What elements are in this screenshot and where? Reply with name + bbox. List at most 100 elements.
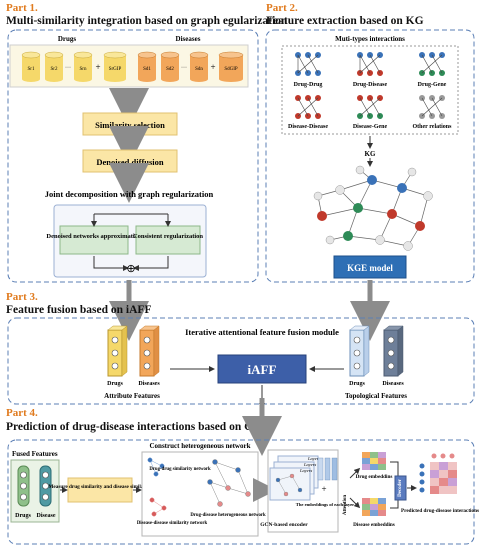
topological-drug-vector	[349, 325, 370, 377]
disease-disease-icon	[295, 95, 321, 119]
disease-embeddings-label: Disease embeddins	[353, 522, 395, 528]
relation-label: Drug-Disease	[353, 82, 388, 88]
part4-label: Part 4.	[6, 407, 38, 419]
kge-model-label: KGE model	[347, 263, 393, 273]
disease-cyl-label: Sdn	[195, 67, 203, 72]
disease-cyl-label: Sd1	[143, 67, 151, 72]
plus-sign: +	[321, 484, 326, 494]
drug-disease-icon	[357, 52, 383, 76]
part3-title: Feature fusion based on iAFF	[6, 304, 151, 316]
decoder-label: Decoder	[398, 478, 403, 497]
drugs-label: Drugs	[15, 513, 31, 519]
fused-drug-vector	[17, 465, 30, 507]
attention-label: Attention	[343, 495, 348, 515]
construct-network-label: Construct heterogeneous network	[150, 442, 251, 450]
drugs-group-label: Drugs	[58, 35, 77, 43]
part2-label: Part 2.	[266, 2, 298, 14]
plus-sign: +	[95, 62, 100, 72]
topological-disease-vector	[383, 325, 404, 377]
part4-frame	[7, 439, 475, 545]
drug-drug-network	[147, 457, 165, 477]
relation-label: Drug-Drug	[294, 82, 323, 88]
ellipsis-drugs: ···	[65, 65, 71, 71]
iaff-module-label: Iterative attentional feature fusion mod…	[185, 327, 339, 337]
diseases-label: Diseases	[138, 381, 160, 387]
drug-drug-icon	[295, 52, 321, 76]
drug-cylinder-srn: Srn	[73, 51, 93, 82]
layer-card	[269, 467, 311, 501]
diseases-group-label: Diseases	[176, 35, 201, 43]
layers-label: Layers	[307, 456, 320, 461]
disease-cylinder-sd2: Sd2	[160, 51, 180, 82]
relation-label: Disease-Disease	[288, 124, 328, 130]
ellipsis-diseases: ···	[181, 65, 187, 71]
layers-label: Layers	[299, 468, 312, 473]
measure-similarity-label: Measure drug similarity and disease simi…	[49, 484, 152, 490]
part4-title: Prediction of drug-disease interactions …	[6, 421, 270, 433]
diseases-label: Diseases	[382, 381, 404, 387]
attribute-features-label: Attribute Features	[104, 392, 160, 400]
consistent-reg-label: Consistent regularization	[133, 233, 203, 240]
disease-disease-net-label: Disease-disease similarity network	[137, 521, 208, 526]
drug-embeddings-label: Drug embeddins	[356, 474, 393, 480]
kg-nodes	[313, 165, 433, 251]
drugs-label: Drugs	[349, 381, 365, 387]
drug-cylinder-sr1: Sr1	[21, 51, 41, 82]
hetero-net-label: Drug-disease heterogeneous network	[190, 513, 266, 518]
disease-disease-network	[149, 497, 167, 517]
drug-cyl-label: Sr1	[28, 67, 35, 72]
attribute-drug-vector	[107, 325, 128, 377]
predicted-matrix	[430, 462, 457, 494]
disease-cyl-label: Sd2	[166, 67, 174, 72]
fused-disease-vector	[39, 465, 52, 507]
iaff-label: iAFF	[248, 362, 277, 377]
predicted-disease-dots	[431, 453, 455, 459]
part3-frame	[7, 317, 475, 405]
part1-label: Part 1.	[6, 2, 38, 14]
part3-label: Part 3.	[6, 291, 38, 303]
drug-cyl-label: SrGIP	[109, 67, 122, 72]
other-relations-icon	[419, 95, 445, 119]
similarity-selection-label: Similarity selection	[95, 120, 165, 130]
embeddings-each-layer-label: The embeddings of each layer	[296, 502, 354, 507]
disease-label: Disease	[37, 513, 56, 519]
gcn-encoder-label: GCN-based encoder	[260, 522, 308, 528]
disease-cylinder-sdgip: SdGIP	[218, 51, 244, 82]
connector	[390, 461, 399, 476]
plus-sign: +	[210, 62, 215, 72]
interactions-title: Muti-types interactions	[335, 35, 405, 43]
part2-title: Feature extraction based on KG	[266, 15, 424, 27]
relation-label: Other relations	[413, 124, 453, 130]
drug-cylinder-srgip: SrGIP	[103, 51, 127, 82]
encoder-graph	[275, 473, 303, 497]
consistent-reg-box	[135, 225, 201, 255]
predicted-interactions-label: Predicted drug-disease interactions	[401, 508, 479, 514]
drug-drug-net-label: Drug-drug similarity network	[149, 467, 211, 472]
part1-frame	[7, 29, 259, 283]
interactions-box	[281, 45, 459, 135]
relation-label: Drug-Gene	[418, 82, 447, 88]
iaff-box	[217, 354, 307, 384]
joint-decomposition-label: Joint decomposition with graph regulariz…	[45, 189, 214, 199]
layers-label: Layers	[303, 462, 316, 467]
drug-cylinder-sr2: Sr2	[44, 51, 64, 82]
connector	[390, 498, 399, 509]
predicted-drug-dots	[419, 463, 425, 493]
attribute-disease-vector	[139, 325, 160, 377]
kg-label: KG	[365, 150, 376, 158]
measure-similarity-box	[67, 477, 133, 503]
drug-cyl-label: Srn	[80, 67, 87, 72]
part1-title: Multi-similarity integration based on gr…	[6, 15, 288, 27]
hetero-graph	[207, 459, 251, 507]
disease-cylinder-sd1: Sd1	[137, 51, 157, 82]
topological-features-label: Topological Features	[345, 392, 407, 400]
arrow	[349, 467, 361, 479]
connector	[93, 256, 129, 271]
denoised-diffusion-label: Denoised diffusion	[96, 157, 164, 167]
denoised-networks-box	[59, 225, 129, 255]
disease-cylinder-sdn: Sdn	[189, 51, 209, 82]
layer-embeddings	[317, 457, 338, 481]
denoised-networks-label: Denoised networks approximation	[46, 233, 142, 240]
